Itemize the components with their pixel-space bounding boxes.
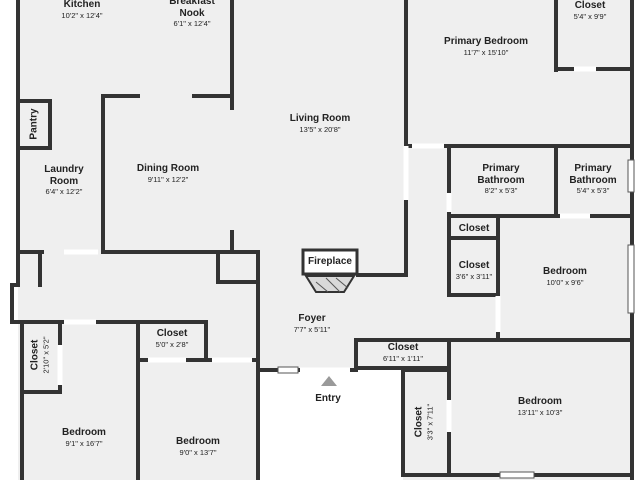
window-right-mid <box>627 244 635 314</box>
fireplace-firebox <box>304 275 356 293</box>
entry-porch <box>260 370 403 480</box>
room-name: Closet <box>574 0 606 11</box>
fireplace <box>301 248 359 293</box>
room-closet-left: Closet 2'10" x 5'2" <box>29 337 50 374</box>
room-name-line-2: Nook <box>179 7 205 19</box>
room-kitchen: Kitchen 10'2" x 12'4" <box>61 0 102 20</box>
room-name: Dining Room <box>136 163 200 174</box>
room-closet-foyer-left: Closet 5'0" x 2'8" <box>156 328 189 349</box>
walls <box>10 0 634 480</box>
room-name-line-2: Room <box>49 175 79 187</box>
entry-arrow-icon <box>321 376 337 386</box>
fireplace-label: Fireplace <box>308 256 352 267</box>
room-name: Bedroom <box>518 396 562 407</box>
room-name: Closet <box>156 328 188 339</box>
exterior-left <box>0 0 18 480</box>
room-dimensions: 3'3" x 7'11" <box>424 403 434 441</box>
room-bedroom-right: Bedroom 10'0" x 9'6" <box>543 266 587 287</box>
window-entry <box>277 366 299 374</box>
room-bedroom-lower-mid: Bedroom 9'0" x 13'7" <box>176 436 220 457</box>
room-laundry: Laundry Room 6'4" x 12'2" <box>44 164 83 197</box>
room-name-line-2: Bathroom <box>477 174 525 186</box>
room-dimensions: 6'1" x 12'4" <box>173 19 211 28</box>
room-name: Foyer <box>298 313 326 324</box>
room-primary-closet: Closet 5'4" x 9'9" <box>574 0 607 21</box>
window-right-upper <box>627 159 635 193</box>
room-dimensions: 5'4" x 5'3" <box>576 186 610 195</box>
room-primary-bathroom-1: Primary Bathroom 8'2" x 5'3" <box>477 163 524 196</box>
openings <box>57 66 596 432</box>
window-bottom <box>499 471 535 479</box>
room-name: Closet <box>29 339 41 371</box>
fireplace-hearth <box>301 248 359 276</box>
room-primary-bedroom: Primary Bedroom 11'7" x 15'10" <box>444 36 528 57</box>
entry-label: Entry <box>315 393 341 404</box>
room-primary-bathroom-2: Primary Bathroom 5'4" x 5'3" <box>569 163 616 196</box>
room-closet-small: Closet <box>459 223 490 235</box>
room-name: Kitchen <box>63 0 101 10</box>
room-dimensions: 6'4" x 12'2" <box>45 187 83 196</box>
room-dimensions: 2'10" x 5'2" <box>40 336 50 374</box>
room-dimensions: 13'5" x 20'8" <box>299 124 341 134</box>
room-name-line-1: Primary <box>482 163 520 174</box>
room-name: Closet <box>387 342 419 353</box>
room-name: Closet <box>413 406 425 438</box>
room-name: Closet <box>458 260 490 271</box>
room-dimensions: 9'11" x 12'2" <box>147 174 189 184</box>
room-dimensions: 9'0" x 13'7" <box>179 447 217 457</box>
room-closet-vertical: Closet 3'3" x 7'11" <box>413 404 434 440</box>
room-name: Bedroom <box>62 427 106 438</box>
room-dining: Dining Room 9'11" x 12'2" <box>137 163 199 184</box>
room-closet-foyer-right: Closet 6'11" x 1'11" <box>383 342 423 363</box>
fireplace-hatch-1 <box>315 281 329 293</box>
windows <box>277 159 635 479</box>
room-living: Living Room 13'5" x 20'8" <box>290 113 351 134</box>
room-name-line-1: Laundry <box>44 164 84 175</box>
room-closet-36: Closet 3'6" x 3'11" <box>456 260 492 281</box>
room-bedroom-lower-left: Bedroom 9'1" x 16'7" <box>62 427 106 448</box>
room-pantry: Pantry <box>28 108 40 139</box>
room-name-line-2: Bathroom <box>569 174 617 186</box>
exterior-right <box>632 0 640 480</box>
fireplace-hatch-2 <box>325 277 341 293</box>
room-dimensions: 10'0" x 9'6" <box>546 277 584 287</box>
room-name: Bedroom <box>176 436 220 447</box>
room-breakfast-nook: Breakfast Nook 6'1" x 12'4" <box>169 0 215 29</box>
room-dimensions: 9'1" x 16'7" <box>65 438 103 448</box>
room-name-line-1: Primary <box>574 163 612 174</box>
room-dimensions: 11'7" x 15'10" <box>463 47 509 57</box>
room-dimensions: 3'6" x 3'11" <box>455 271 493 281</box>
room-foyer: Foyer 7'7" x 5'11" <box>294 313 330 334</box>
room-name: Living Room <box>289 113 351 124</box>
room-bedroom-lower-right: Bedroom 13'11" x 10'3" <box>518 396 563 417</box>
room-dimensions: 7'7" x 5'11" <box>293 324 331 334</box>
room-name-line-1: Breakfast <box>169 0 215 7</box>
room-dimensions: 6'11" x 1'11" <box>382 353 424 363</box>
room-dimensions: 5'4" x 9'9" <box>573 11 607 21</box>
room-name: Bedroom <box>543 266 587 277</box>
room-dimensions: 8'2" x 5'3" <box>484 186 518 195</box>
room-name: Primary Bedroom <box>444 36 528 47</box>
room-name: Closet <box>458 223 490 234</box>
room-dimensions: 10'2" x 12'4" <box>61 10 103 20</box>
room-dimensions: 5'0" x 2'8" <box>155 339 189 349</box>
fireplace-hatch-3 <box>335 277 349 289</box>
room-name: Pantry <box>28 108 40 140</box>
room-dimensions: 13'11" x 10'3" <box>517 407 563 417</box>
